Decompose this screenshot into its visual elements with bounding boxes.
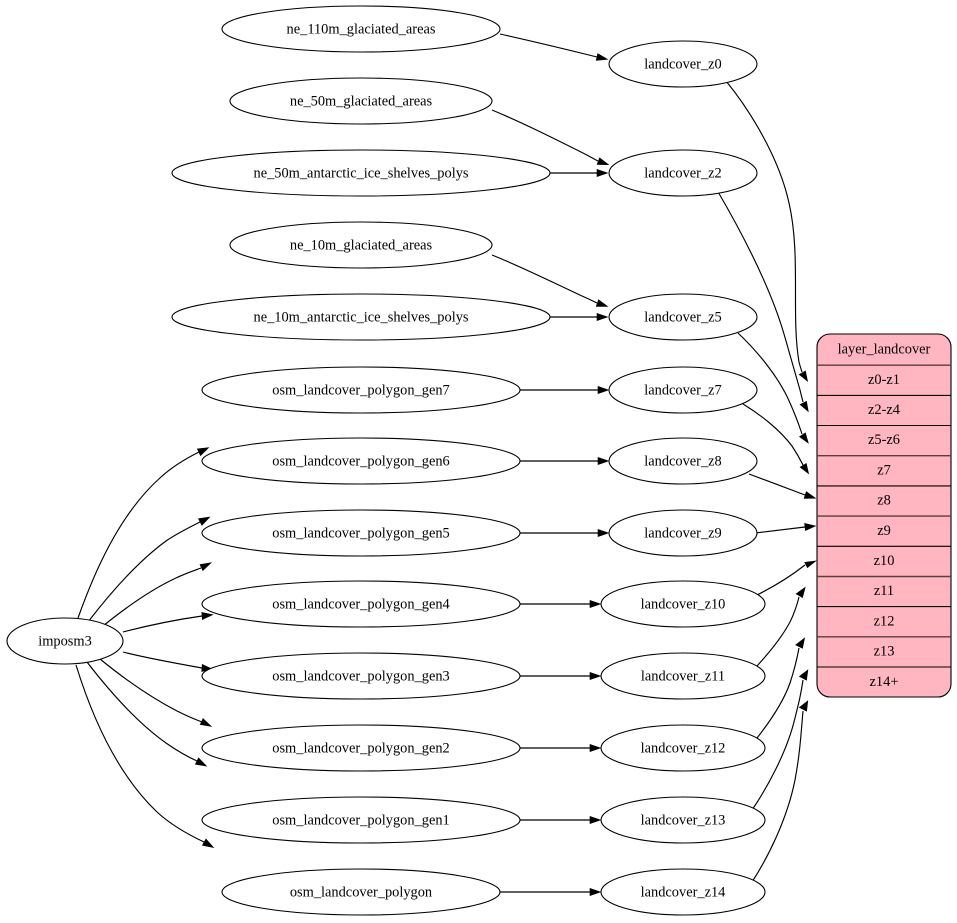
node-ne10m-antarctic-label: ne_10m_antarctic_ice_shelves_polys [254,309,469,325]
edge-z13-to-row-z13 [751,669,809,811]
table-row-z14plus[interactable]: z14+ [870,674,899,690]
edge-group-view-to-layer [716,80,817,883]
table-row-z8[interactable]: z8 [877,493,891,509]
edge-ne50m-antarctic-to-z2 [550,168,609,178]
node-landcover_z5[interactable]: landcover_z5 [608,293,758,341]
node-ne10m-glaciated-label: ne_10m_glaciated_areas [290,237,433,253]
edge-gen4-to-z10 [520,599,602,609]
edge-ne50m-glaciated-to-z2 [491,109,610,166]
edge-gen6-to-z8 [520,456,610,466]
node-gen5-label: osm_landcover_polygon_gen5 [272,525,449,541]
edge-z2-to-row-z2z4 [716,189,809,413]
edge-imposm3-to-gen7 [77,447,210,619]
node-landcover-z5-label: landcover_z5 [644,309,722,325]
node-landcover_z12[interactable]: landcover_z12 [600,724,766,772]
node-landcover-z13-label: landcover_z13 [641,812,726,828]
edge-imposm3-to-gen6 [87,516,211,623]
edge-imposm3-to-gen4 [122,612,214,633]
edge-gen1-to-z13 [520,815,602,825]
node-ne_10m_glaciated_areas[interactable]: ne_10m_glaciated_areas [229,221,493,269]
node-landcover-z7-label: landcover_z7 [644,382,722,398]
edge-z12-to-row-z12 [756,637,806,739]
table-row-z11[interactable]: z11 [874,583,894,599]
node-ne_110m_glaciated_areas[interactable]: ne_110m_glaciated_areas [221,5,501,53]
node-osm_landcover_polygon_gen4[interactable]: osm_landcover_polygon_gen4 [201,580,521,628]
node-osm_landcover_polygon_gen7[interactable]: osm_landcover_polygon_gen7 [201,366,521,414]
node-layer-landcover-table[interactable]: layer_landcover z0-z1 z2-z4 z5-z6 z7 z8 … [816,333,952,698]
table-row-z13[interactable]: z13 [874,644,895,660]
node-gen3-label: osm_landcover_polygon_gen3 [272,668,449,684]
edge-group-osm-to-view [500,385,610,897]
table-row-z2z4[interactable]: z2-z4 [868,402,900,418]
node-landcover-z9-label: landcover_z9 [644,525,722,541]
edge-z10-to-row-z10 [756,560,817,596]
edge-z7-to-row-z7 [742,403,810,475]
edge-polygon-to-z14 [500,887,602,897]
edge-gen3-to-z11 [520,671,602,681]
node-osm_landcover_polygon_gen2[interactable]: osm_landcover_polygon_gen2 [201,724,521,772]
edge-gen7-to-z7 [520,385,610,395]
edge-imposm3-to-gen3 [122,651,214,672]
edge-group-imposm3 [75,447,215,848]
node-osm_landcover_polygon_gen5[interactable]: osm_landcover_polygon_gen5 [201,509,521,557]
node-osm_landcover_polygon_gen1[interactable]: osm_landcover_polygon_gen1 [201,796,521,844]
node-landcover-z10-label: landcover_z10 [641,596,726,612]
node-landcover-z0-label: landcover_z0 [644,56,722,72]
node-gen2-label: osm_landcover_polygon_gen2 [272,740,449,756]
node-landcover-z14-label: landcover_z14 [641,884,726,900]
node-osm_landcover_polygon_gen6[interactable]: osm_landcover_polygon_gen6 [201,437,521,485]
edge-imposm3-to-polygon [75,664,215,848]
node-landcover_z0[interactable]: landcover_z0 [608,40,758,88]
table-row-z12[interactable]: z12 [874,613,895,629]
node-osm_landcover_polygon_gen3[interactable]: osm_landcover_polygon_gen3 [201,652,521,700]
node-landcover_z8[interactable]: landcover_z8 [608,437,758,485]
edge-group-natural-earth [491,33,610,322]
edge-ne10m-glaciated-to-z5 [491,254,609,307]
node-landcover_z7[interactable]: landcover_z7 [608,366,758,414]
edge-z0-to-row-z0z1 [725,80,809,382]
table-row-z0z1[interactable]: z0-z1 [868,372,900,388]
node-landcover-z8-label: landcover_z8 [644,453,722,469]
node-polygon-label: osm_landcover_polygon [290,884,432,900]
edge-z8-to-row-z8 [748,473,817,499]
edge-imposm3-to-gen1 [86,661,208,767]
node-imposm3[interactable]: imposm3 [6,617,124,665]
edge-z11-to-row-z11 [756,586,806,667]
node-ne_50m_glaciated_areas[interactable]: ne_50m_glaciated_areas [229,77,493,125]
table-header-label: layer_landcover [838,341,931,357]
node-landcover_z11[interactable]: landcover_z11 [600,652,766,700]
node-landcover_z14[interactable]: landcover_z14 [600,868,766,916]
edge-ne110m-to-z0 [499,33,609,61]
node-ne110m-label: ne_110m_glaciated_areas [287,21,436,37]
edge-gen2-to-z12 [520,743,602,753]
table-row-z5z6[interactable]: z5-z6 [868,432,900,448]
edge-z9-to-row-z9 [754,523,817,534]
edge-gen5-to-z9 [520,528,610,538]
node-landcover_z9[interactable]: landcover_z9 [608,509,758,557]
node-ne_50m_antarctic_ice_shelves_polys[interactable]: ne_50m_antarctic_ice_shelves_polys [171,149,551,197]
table-row-z7[interactable]: z7 [877,462,891,478]
node-landcover_z13[interactable]: landcover_z13 [600,796,766,844]
node-landcover-z12-label: landcover_z12 [641,740,726,756]
node-landcover_z10[interactable]: landcover_z10 [600,580,766,628]
edge-ne10m-antarctic-to-z5 [550,312,609,322]
node-gen6-label: osm_landcover_polygon_gen6 [272,453,449,469]
node-ne50m-antarctic-label: ne_50m_antarctic_ice_shelves_polys [254,165,469,181]
node-gen1-label: osm_landcover_polygon_gen1 [272,812,449,828]
edge-z14-to-row-z14plus [751,700,809,883]
node-landcover-z11-label: landcover_z11 [641,668,725,684]
node-imposm3-label: imposm3 [38,633,92,649]
node-osm_landcover_polygon[interactable]: osm_landcover_polygon [221,868,501,916]
edge-imposm3-to-gen2 [99,658,213,727]
node-gen4-label: osm_landcover_polygon_gen4 [272,596,449,612]
node-landcover-z2-label: landcover_z2 [644,165,722,181]
table-row-z9[interactable]: z9 [877,523,891,539]
edge-z5-to-row-z5z6 [737,332,809,444]
edge-imposm3-to-gen5 [102,562,213,627]
table-row-z10[interactable]: z10 [874,553,895,569]
node-ne_10m_antarctic_ice_shelves_polys[interactable]: ne_10m_antarctic_ice_shelves_polys [171,293,551,341]
node-landcover_z2[interactable]: landcover_z2 [608,149,758,197]
node-ne50m-glaciated-label: ne_50m_glaciated_areas [290,93,433,109]
node-gen7-label: osm_landcover_polygon_gen7 [272,382,449,398]
